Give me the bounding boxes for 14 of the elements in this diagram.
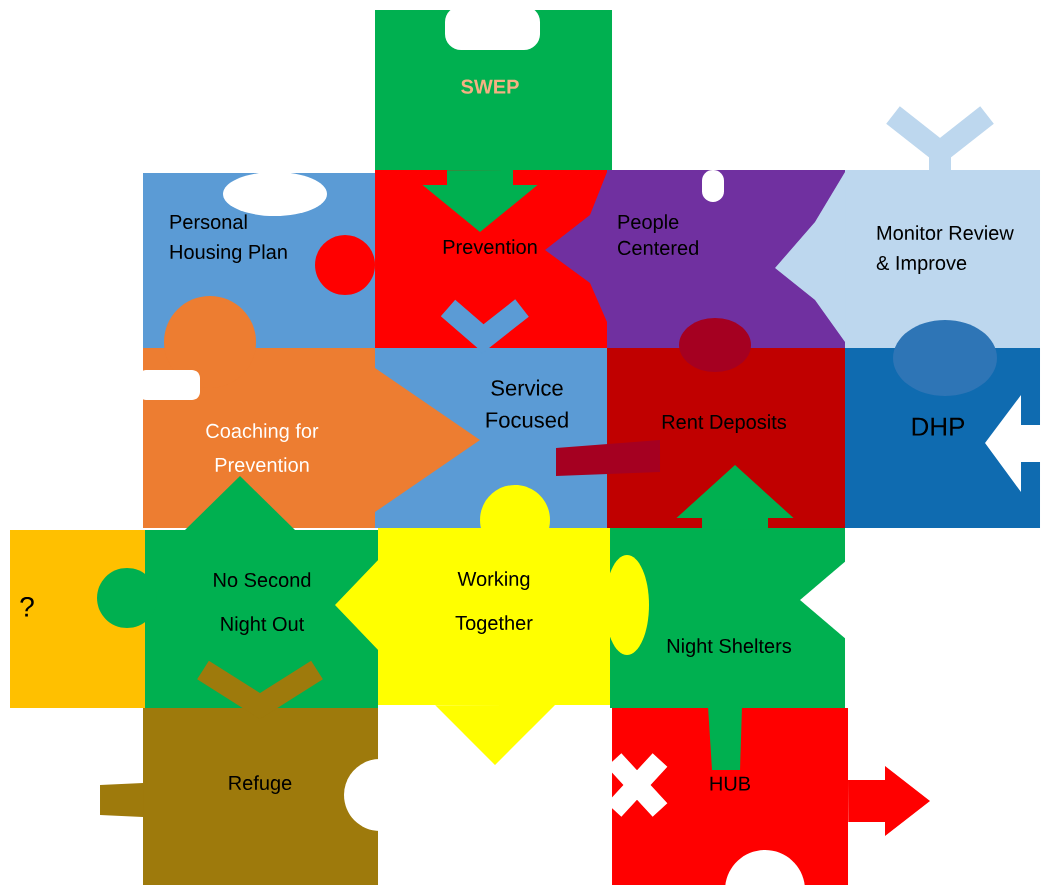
block-arrow <box>848 766 930 836</box>
puzzle-piece: Monitor Review & Improve <box>775 104 1040 350</box>
block-arrow <box>335 558 380 652</box>
puzzle-piece: DHP <box>845 320 1042 528</box>
puzzle-piece: ? <box>10 530 145 708</box>
block-arrow <box>422 170 538 232</box>
puzzle-piece: Coaching for Prevention <box>138 296 480 528</box>
puzzle-piece: SWEP <box>375 6 612 170</box>
puzzle-piece: Working Together <box>378 485 649 705</box>
puzzle-piece: Refuge <box>100 660 416 885</box>
puzzle-piece: No Second Night Out <box>97 476 378 708</box>
puzzle-piece: Night Shelters <box>610 528 847 770</box>
block-arrow <box>435 705 555 765</box>
block-arrow <box>676 465 794 530</box>
